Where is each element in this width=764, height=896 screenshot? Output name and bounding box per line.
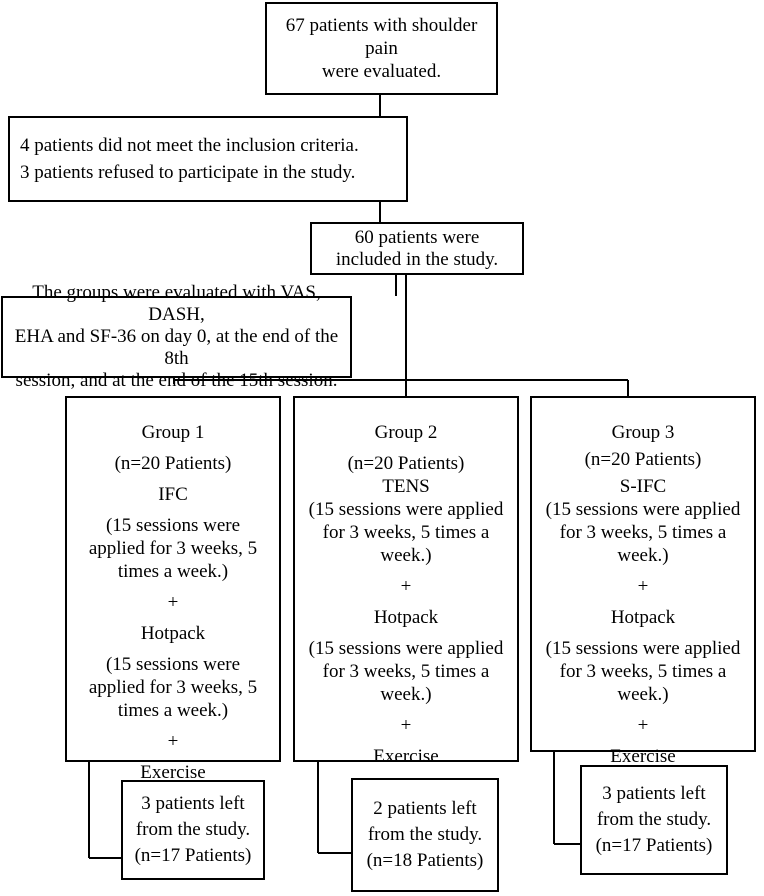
screened-box: 67 patients with shoulder pain were eval… [265,2,498,95]
group3-hotpack-note-2: for 3 weeks, 5 times a [559,661,727,682]
group1-dropout-line1: 3 patients left [141,793,245,814]
group2-dropout-line2: from the study. [367,824,483,845]
group1-modality-note-1: (15 sessions were [105,515,241,536]
group2-n: (n=20 Patients) [347,453,465,474]
group1-modality-note-3: times a week.) [117,561,229,582]
group2-exercise: Exercise [373,746,439,767]
group3-dropout-line1: 3 patients left [602,783,706,804]
evaluation-line2: EHA and SF-36 on day 0, at the end of th… [14,326,339,369]
screened-line1: 67 patients with shoulder pain [285,15,478,59]
group1-plus-1: + [167,592,179,613]
group1-modality: IFC [158,484,188,505]
group3-dropout-n: (n=17 Patients) [595,835,713,856]
group3-exercise: Exercise [610,746,676,767]
group3-modality-note-2: for 3 weeks, 5 times a [559,522,727,543]
evaluation-line3: session, and at the end of the 15th sess… [15,370,338,391]
group1-title: Group 1 [141,422,205,443]
group1-n: (n=20 Patients) [114,453,232,474]
group3-hotpack-note-3: week.) [617,684,669,705]
group1-hotpack-note-1: (15 sessions were [105,654,241,675]
group3-hotpack: Hotpack [610,607,676,628]
group2-dropout-n: (n=18 Patients) [366,850,484,871]
group3-n: (n=20 Patients) [584,449,702,470]
group2-dropout-box: 2 patients left from the study. (n=18 Pa… [351,778,499,892]
group2-modality-note-1: (15 sessions were applied [308,499,504,520]
screened-line2: were evaluated. [321,61,442,82]
group3-title: Group 3 [611,422,675,443]
group1-dropout-box: 3 patients left from the study. (n=17 Pa… [121,780,265,880]
group2-hotpack-note-3: week.) [380,684,432,705]
group1-plus-2: + [167,731,179,752]
group1-hotpack-note-3: times a week.) [117,700,229,721]
group3-modality: S-IFC [619,476,667,497]
group2-modality-note-3: week.) [380,545,432,566]
included-box: 60 patients were included in the study. [310,222,524,275]
group1-modality-note-2: applied for 3 weeks, 5 [88,538,258,559]
group1-dropout-line2: from the study. [135,819,251,840]
group1-exercise: Exercise [140,762,206,783]
group2-modality: TENS [382,476,430,497]
included-line2: included in the study. [335,248,499,270]
group1-hotpack-note-2: applied for 3 weeks, 5 [88,677,258,698]
group1-hotpack: Hotpack [140,623,206,644]
group1-box: Group 1 (n=20 Patients) IFC (15 sessions… [65,396,281,783]
group3-dropout-line2: from the study. [596,809,712,830]
included-line1: 60 patients were [354,226,480,248]
excluded-line2: 3 patients refused to participate in the… [20,162,356,183]
evaluation-line1: The groups were evaluated with VAS, DASH… [32,282,321,325]
group3-modality-note-1: (15 sessions were applied [545,499,741,520]
group2-modality-note-2: for 3 weeks, 5 times a [322,522,490,543]
group2-hotpack-note-2: for 3 weeks, 5 times a [322,661,490,682]
group2-hotpack: Hotpack [373,607,439,628]
group3-modality-note-3: week.) [617,545,669,566]
group2-dropout-line1: 2 patients left [373,798,477,819]
group2-plus-1: + [400,576,412,597]
excluded-line1: 4 patients did not meet the inclusion cr… [20,135,359,156]
group2-box: Group 2 (n=20 Patients) TENS (15 session… [293,396,519,767]
evaluation-box: The groups were evaluated with VAS, DASH… [1,282,352,391]
group3-plus-2: + [637,715,649,736]
group3-plus-1: + [637,576,649,597]
group2-hotpack-note-1: (15 sessions were applied [308,638,504,659]
group3-box: Group 3 (n=20 Patients) S-IFC (15 sessio… [530,396,756,767]
group3-dropout-box: 3 patients left from the study. (n=17 Pa… [580,765,728,875]
group1-dropout-n: (n=17 Patients) [134,845,252,866]
group2-title: Group 2 [374,422,438,443]
excluded-box: 4 patients did not meet the inclusion cr… [8,116,408,202]
group2-plus-2: + [400,715,412,736]
group3-hotpack-note-1: (15 sessions were applied [545,638,741,659]
